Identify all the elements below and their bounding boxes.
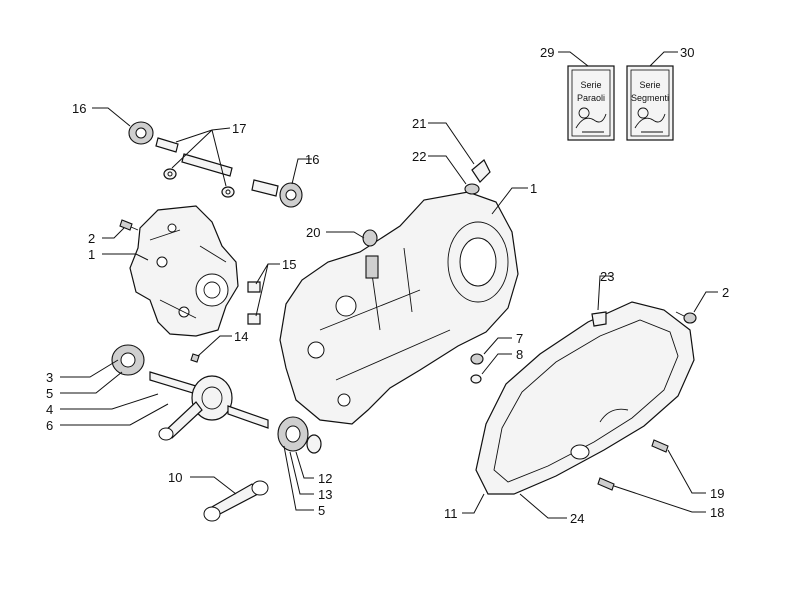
callout-13: 13 xyxy=(318,487,332,502)
callout-16-right: 16 xyxy=(305,152,319,167)
crankshaft[interactable] xyxy=(149,371,269,441)
callout-15: 15 xyxy=(282,257,296,272)
plug-upper[interactable] xyxy=(247,281,261,293)
callout-10: 10 xyxy=(168,470,182,485)
callout-19: 19 xyxy=(710,486,724,501)
callout-2-right: 2 xyxy=(722,285,729,300)
drain-plug[interactable] xyxy=(470,353,484,365)
bearing-upper-left[interactable] xyxy=(128,121,154,145)
cover-cap[interactable] xyxy=(591,311,607,327)
cover-bolt-long[interactable] xyxy=(651,439,669,453)
oil-seal-kit-line1: Serie xyxy=(580,80,601,90)
callout-1-center: 1 xyxy=(530,181,537,196)
callout-14: 14 xyxy=(234,329,248,344)
oil-seal-kit-line2: Paraoli xyxy=(577,93,605,103)
callout-17: 17 xyxy=(232,121,246,136)
main-bearing-right[interactable] xyxy=(277,416,309,452)
callout-8: 8 xyxy=(516,347,523,362)
filler-cap[interactable] xyxy=(471,159,491,183)
plug-lower[interactable] xyxy=(247,313,261,325)
callout-3: 3 xyxy=(46,370,53,385)
washer-lower[interactable] xyxy=(221,186,235,198)
callout-5-left: 5 xyxy=(46,386,53,401)
screw-left[interactable] xyxy=(119,219,139,231)
dowel-pin-left[interactable] xyxy=(190,353,200,363)
callout-16-left: 16 xyxy=(72,101,86,116)
callout-5-bottom: 5 xyxy=(318,503,325,518)
filler-cap-seal[interactable] xyxy=(464,183,480,195)
callout-labels: 16 17 16 2 1 15 14 3 5 4 6 10 12 13 5 20… xyxy=(46,45,729,526)
cover-bolt-short[interactable] xyxy=(597,477,615,491)
crankcase-left-half[interactable] xyxy=(129,205,239,337)
crankcase-center[interactable] xyxy=(279,191,519,425)
callout-29: 29 xyxy=(540,45,554,60)
main-bearing-left[interactable] xyxy=(111,344,145,376)
callout-22: 22 xyxy=(412,149,426,164)
callout-4: 4 xyxy=(46,402,53,417)
cover-screw-right[interactable] xyxy=(675,311,697,324)
transmission-cover[interactable] xyxy=(475,301,695,495)
callout-2-left: 2 xyxy=(88,231,95,246)
connecting-rod[interactable] xyxy=(203,480,269,522)
callout-23: 23 xyxy=(600,269,614,284)
shaft-rod[interactable] xyxy=(181,153,233,177)
callout-6: 6 xyxy=(46,418,53,433)
segments-kit-line1: Serie xyxy=(639,80,660,90)
oil-seal-kit-card[interactable]: Serie Paraoli xyxy=(567,65,615,141)
callout-24: 24 xyxy=(570,511,584,526)
callout-30: 30 xyxy=(680,45,694,60)
washer-upper[interactable] xyxy=(163,168,177,180)
segments-kit-line2: Segmenti xyxy=(631,93,669,103)
callout-1-left: 1 xyxy=(88,247,95,262)
spacer-ring[interactable] xyxy=(306,434,322,454)
callout-7: 7 xyxy=(516,331,523,346)
shaft-sleeve-lower[interactable] xyxy=(251,179,279,197)
leader-lines xyxy=(60,51,718,519)
callout-11: 11 xyxy=(444,506,458,521)
drain-washer[interactable] xyxy=(470,374,482,384)
callout-18: 18 xyxy=(710,505,724,520)
callout-21: 21 xyxy=(412,116,426,131)
bearing-lower-right[interactable] xyxy=(279,182,303,208)
shaft-sleeve-upper[interactable] xyxy=(155,137,179,153)
callout-12: 12 xyxy=(318,471,332,486)
bolt-center[interactable] xyxy=(362,229,378,247)
callout-20: 20 xyxy=(306,225,320,240)
piston-ring-kit-card[interactable]: Serie Segmenti xyxy=(626,65,674,141)
